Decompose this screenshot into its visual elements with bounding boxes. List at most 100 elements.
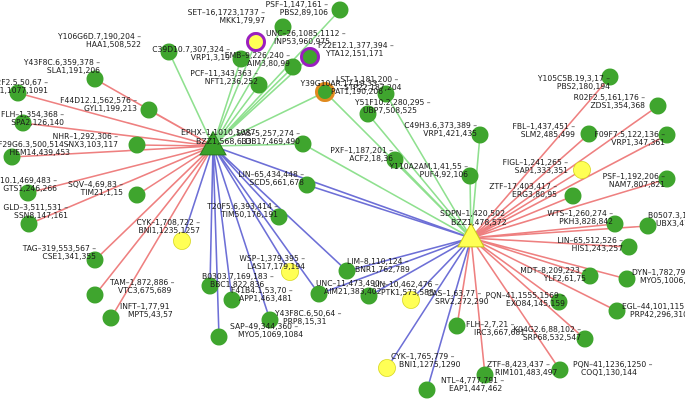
node-y43f8[interactable] bbox=[261, 311, 279, 329]
node-f41b[interactable] bbox=[223, 291, 241, 309]
node-emb9[interactable] bbox=[284, 58, 302, 76]
edge-egl44-right bbox=[470, 237, 618, 312]
node-pqn41a[interactable] bbox=[550, 293, 568, 311]
node-label-top: R02F2.5,50,67 – bbox=[0, 78, 48, 87]
node-cas1[interactable] bbox=[402, 291, 420, 309]
node-cyk1a[interactable] bbox=[173, 232, 191, 250]
hub-node-left[interactable] bbox=[199, 130, 227, 156]
edge-cas1-right bbox=[410, 237, 472, 301]
edge-inft1-left bbox=[110, 145, 214, 319]
hub-node-right[interactable] bbox=[457, 222, 485, 248]
node-lin65a[interactable] bbox=[298, 176, 316, 194]
edge-f44d-left bbox=[148, 109, 214, 147]
node-unc11[interactable] bbox=[310, 285, 328, 303]
node-pxf1[interactable] bbox=[386, 151, 404, 169]
node-label-bottom: PBS2,89,106 bbox=[280, 8, 328, 17]
node-sqv4[interactable] bbox=[128, 186, 146, 204]
node-label-top: WTS–1,260,274 – bbox=[547, 209, 613, 218]
node-label-bottom: MPT5,43,57 bbox=[128, 310, 173, 319]
node-egl44[interactable] bbox=[608, 302, 626, 320]
node-label-top: FLH–2,7,21 – bbox=[466, 320, 515, 329]
node-ntl4[interactable] bbox=[418, 381, 436, 399]
node-pcf1[interactable] bbox=[250, 76, 268, 94]
node-label-top: F09F7.5,122,136 – bbox=[594, 130, 665, 139]
node-wsp1[interactable] bbox=[281, 263, 299, 281]
node-k04g[interactable] bbox=[576, 330, 594, 348]
node-flh2[interactable] bbox=[448, 317, 466, 335]
network-nodes bbox=[3, 1, 676, 399]
node-wts1[interactable] bbox=[606, 215, 624, 233]
edge-lst1-left bbox=[212, 91, 326, 147]
node-r02f2[interactable] bbox=[649, 97, 667, 115]
node-label-bottom: COQ1,130,144 bbox=[581, 368, 637, 377]
node-f09f[interactable] bbox=[658, 126, 676, 144]
node-label-bottom: BNR1,762,789 bbox=[355, 265, 410, 274]
node-sap49[interactable] bbox=[210, 328, 228, 346]
node-ztf8[interactable] bbox=[476, 366, 494, 384]
node-lin65b[interactable] bbox=[620, 238, 638, 256]
node-psf1b[interactable] bbox=[658, 170, 676, 188]
node-b0507[interactable] bbox=[639, 217, 657, 235]
node-gld3[interactable] bbox=[20, 215, 38, 233]
node-fbl1[interactable] bbox=[580, 125, 598, 143]
edge-mdt8-right bbox=[470, 237, 591, 277]
node-sas5[interactable] bbox=[294, 135, 312, 153]
node-mdt8[interactable] bbox=[581, 267, 599, 285]
node-label-bottom: MKK1,79,97 bbox=[220, 16, 266, 25]
node-ztf17[interactable] bbox=[564, 187, 582, 205]
node-label-top: SAS–5,257,274 – bbox=[236, 129, 300, 138]
node-cyk1b[interactable] bbox=[378, 359, 396, 377]
node-psf1[interactable] bbox=[331, 1, 349, 19]
edge-ntl4-right bbox=[426, 237, 472, 391]
node-y105[interactable] bbox=[601, 68, 619, 86]
node-label-top: PXF–1,187,201 – bbox=[330, 146, 393, 155]
node-label-top: DYN–1,782,796 – bbox=[632, 268, 685, 277]
node-unc26[interactable] bbox=[246, 32, 266, 52]
node-lin10[interactable] bbox=[360, 287, 378, 305]
node-t20f[interactable] bbox=[270, 208, 288, 226]
edge-pqn41a-right bbox=[470, 237, 560, 303]
node-label-top: FIGL–1,241,265 – bbox=[503, 158, 569, 167]
node-r02f[interactable] bbox=[9, 84, 27, 102]
node-y51f[interactable] bbox=[359, 105, 377, 123]
node-c49h[interactable] bbox=[471, 126, 489, 144]
edge-psf1-left bbox=[212, 9, 341, 147]
edge-k04g-right bbox=[470, 237, 586, 340]
node-f22e[interactable] bbox=[300, 47, 320, 67]
node-label-top: Y110A2AM.1,41,55 – bbox=[388, 162, 468, 171]
node-b0303[interactable] bbox=[201, 277, 219, 295]
edge-y43f8-left bbox=[212, 145, 271, 321]
node-w09d[interactable] bbox=[19, 184, 37, 202]
node-y43c[interactable] bbox=[86, 70, 104, 88]
node-label-top: ZTF–8,423,437 – bbox=[487, 360, 550, 369]
edge-f41b-left bbox=[212, 145, 233, 301]
node-c39d[interactable] bbox=[232, 50, 250, 68]
node-lim8[interactable] bbox=[338, 262, 356, 280]
node-lst1[interactable] bbox=[315, 82, 335, 102]
node-label-bottom: YLF2,61,75 bbox=[543, 274, 586, 283]
edge-ztf17-right bbox=[470, 195, 574, 239]
node-flh1[interactable] bbox=[14, 114, 32, 132]
node-f44d[interactable] bbox=[140, 101, 158, 119]
node-tam1[interactable] bbox=[86, 286, 104, 304]
node-set1[interactable] bbox=[274, 18, 292, 36]
node-label-bottom: ACF2,18,36 bbox=[349, 154, 393, 163]
edge-unc11-right bbox=[318, 237, 472, 295]
node-figl[interactable] bbox=[573, 161, 591, 179]
node-pqn41b[interactable] bbox=[551, 361, 569, 379]
node-tag3[interactable] bbox=[86, 251, 104, 269]
node-label-bottom: INP53,960,975 bbox=[274, 37, 330, 46]
node-nhr1[interactable] bbox=[128, 136, 146, 154]
node-f29g[interactable] bbox=[3, 148, 21, 166]
node-label-bottom: NFT1,236,252 bbox=[205, 77, 258, 86]
node-label-bottom: HIS1,243,257 bbox=[572, 244, 624, 253]
edge-r02f2-right bbox=[470, 105, 659, 239]
node-y110[interactable] bbox=[461, 167, 479, 185]
node-y106[interactable] bbox=[160, 43, 178, 61]
node-label-top: INFT–1,77,91 bbox=[120, 302, 170, 311]
node-dyn1[interactable] bbox=[618, 270, 636, 288]
node-inft1[interactable] bbox=[102, 309, 120, 327]
node-y39g[interactable] bbox=[377, 85, 395, 103]
edge-f29g-left bbox=[11, 145, 214, 158]
edge-y106-left bbox=[168, 51, 214, 147]
